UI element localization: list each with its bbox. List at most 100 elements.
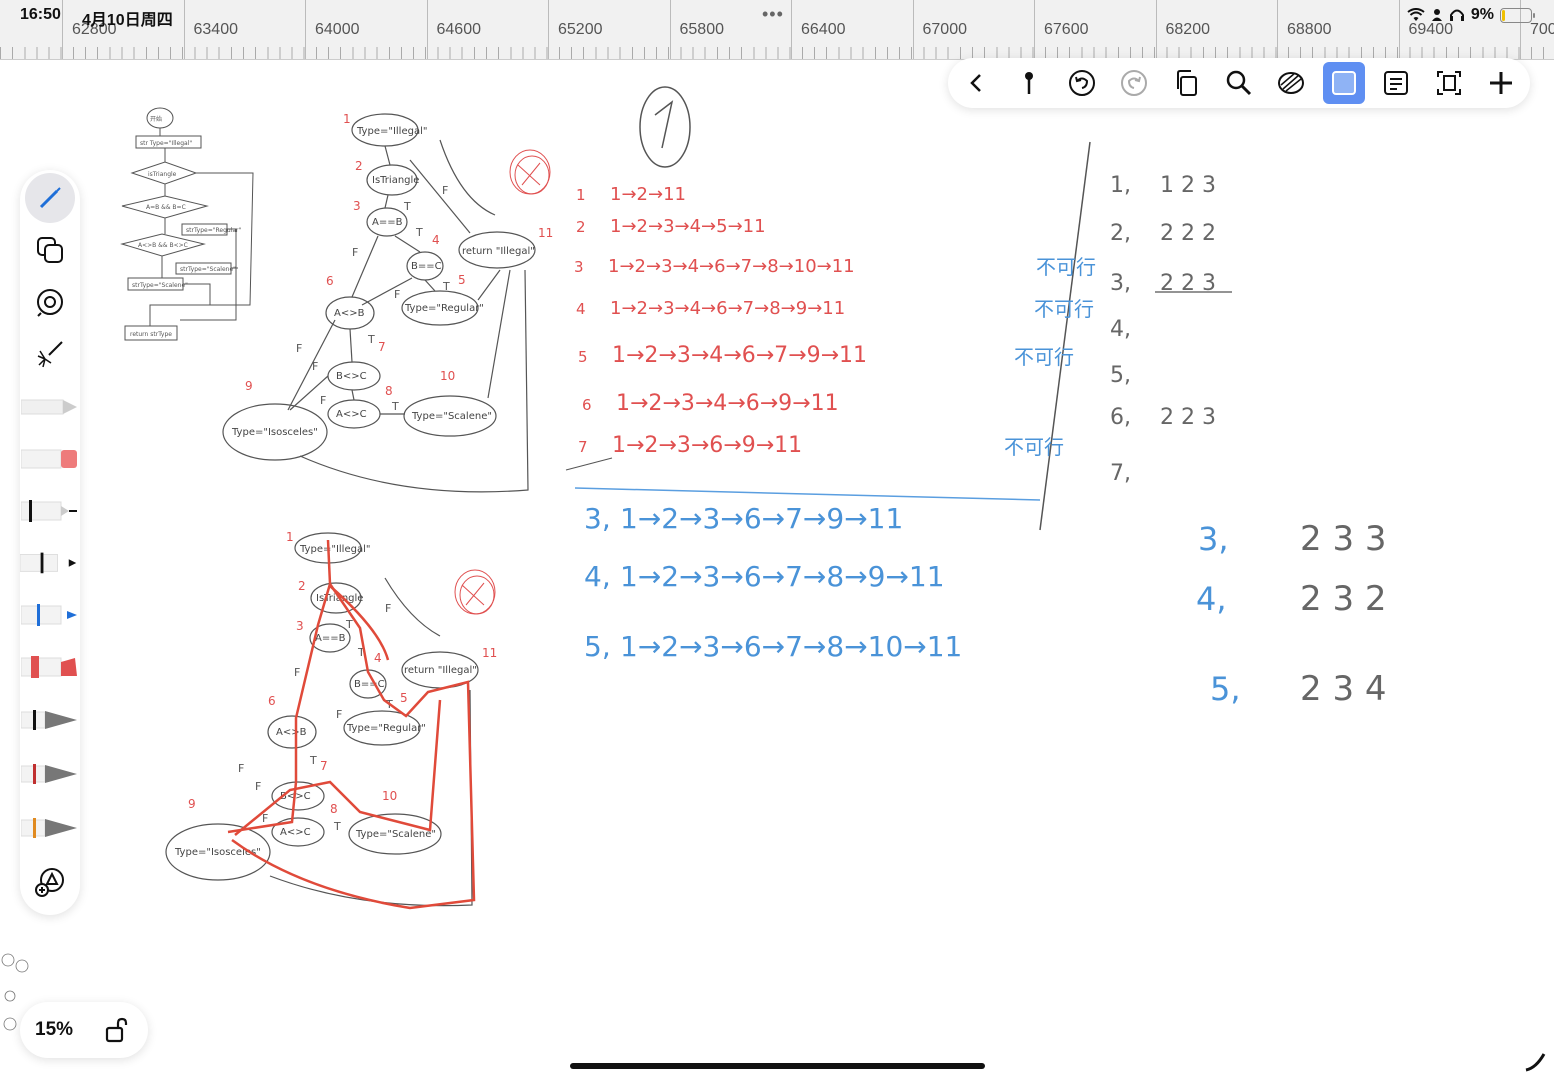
test-case-number: 5,	[1110, 363, 1131, 388]
pen-blue-tool[interactable]	[20, 590, 80, 638]
svg-text:Type="Scalene": Type="Scalene"	[411, 411, 492, 422]
pen-black-tool[interactable]	[20, 538, 80, 586]
fineliner-icon	[21, 500, 77, 522]
blue-case-values: 2 3 3	[1300, 519, 1387, 559]
red-path-number: 3	[574, 258, 584, 276]
export-icon	[1436, 71, 1461, 95]
svg-text:F: F	[320, 394, 326, 407]
infeasible-note: 不可行	[1004, 435, 1064, 459]
pencil-icon	[21, 399, 77, 415]
lasso-button[interactable]	[1271, 62, 1312, 104]
note-canvas[interactable]: 开始 str Type="Illegal" isTriangle A=B && …	[0, 60, 1554, 1080]
ruler-label: 64600	[436, 21, 482, 38]
blue-path-text: 1→2→3→6→7→8→10→11	[620, 630, 962, 663]
pages-button[interactable]	[1166, 62, 1207, 104]
red-path-number: 4	[576, 300, 586, 318]
ruler-label: 64000	[315, 21, 360, 38]
svg-text:F: F	[394, 288, 400, 301]
page-list-icon	[1384, 71, 1409, 95]
fountain-pen-orange-tool[interactable]	[20, 804, 80, 852]
zoom-indicator[interactable]: 15%	[20, 1002, 148, 1058]
blue-case-list: 3,2 3 34,2 3 25,2 3 4	[1196, 519, 1387, 709]
back-button[interactable]	[956, 62, 997, 104]
ruler-major-tick	[669, 0, 671, 59]
circled-number	[639, 86, 691, 168]
page-list-button[interactable]	[1376, 62, 1417, 104]
fountain-pen-black-tool[interactable]	[20, 696, 80, 744]
pin-button[interactable]	[1008, 62, 1049, 104]
pen-tool[interactable]	[20, 173, 80, 223]
marker-pink-tool[interactable]	[20, 434, 80, 482]
svg-text:F: F	[352, 246, 358, 259]
blue-case-values: 2 3 4	[1300, 669, 1387, 709]
svg-text:3: 3	[353, 199, 361, 213]
add-button[interactable]	[1481, 62, 1522, 104]
svg-text:strType="Regular": strType="Regular"	[186, 227, 242, 234]
redo-button[interactable]	[1113, 62, 1154, 104]
red-path-number: 1	[576, 186, 586, 204]
blue-path-text: 1→2→3→6→7→9→11	[620, 502, 903, 535]
small-flowchart	[120, 107, 254, 341]
eraser-icon	[37, 289, 63, 317]
svg-text:return strType: return strType	[130, 331, 172, 338]
red-path-text: 1→2→3→6→9→11	[612, 433, 802, 458]
svg-text:T: T	[333, 820, 341, 833]
svg-text:T: T	[345, 618, 353, 631]
blue-case-number: 3,	[1198, 520, 1229, 558]
red-scribble-lower	[454, 569, 496, 615]
shapes-tool[interactable]	[20, 226, 80, 274]
ruler-major-tick	[62, 0, 63, 59]
svg-text:7: 7	[320, 759, 328, 773]
blue-case-number: 4,	[1196, 580, 1227, 618]
svg-text:9: 9	[245, 379, 253, 393]
home-indicator[interactable]	[570, 1063, 985, 1069]
more-dots-icon[interactable]: •••	[762, 4, 784, 24]
svg-text:F: F	[296, 342, 302, 355]
red-path-text: 1→2→3→4→6→7→9→11	[612, 343, 867, 368]
svg-text:3: 3	[296, 619, 304, 633]
test-case-number: 6,	[1110, 405, 1131, 430]
svg-text:Type="Illegal": Type="Illegal"	[299, 544, 370, 555]
laser-tool[interactable]	[20, 330, 80, 378]
svg-text:10: 10	[440, 369, 455, 383]
svg-text:F: F	[312, 360, 318, 373]
pencil-white-tool[interactable]	[20, 382, 80, 430]
red-highlight-path	[227, 539, 476, 910]
ruler-label: 67600	[1044, 21, 1089, 38]
svg-text:B==C: B==C	[354, 679, 385, 690]
infeasible-note: 不可行	[1014, 345, 1074, 369]
lasso-icon	[1278, 72, 1305, 94]
svg-text:B<>C: B<>C	[336, 371, 367, 382]
fountain-pen-red-tool[interactable]	[20, 750, 80, 798]
test-case-number: 3,	[1110, 271, 1131, 296]
battery-percent: 9%	[1470, 6, 1494, 23]
test-case-number: 1,	[1110, 173, 1131, 198]
svg-text:IsTriangle: IsTriangle	[372, 175, 419, 186]
color-button[interactable]	[1323, 62, 1365, 104]
test-case-values: 1 2 3	[1160, 173, 1216, 198]
svg-text:T: T	[367, 333, 375, 346]
ruler-major-tick	[1034, 0, 1035, 59]
ruler-label: 65800	[679, 21, 725, 38]
red-path-number: 2	[576, 218, 586, 236]
svg-text:strType="Scalene": strType="Scalene"	[180, 266, 236, 273]
svg-text:9: 9	[188, 797, 196, 811]
svg-text:11: 11	[482, 646, 497, 660]
undo-button[interactable]	[1061, 62, 1102, 104]
marker-red-tool[interactable]	[20, 642, 80, 690]
svg-text:A==B: A==B	[315, 633, 346, 644]
ruler-major-tick	[1398, 0, 1400, 59]
ruler-major-tick	[791, 0, 792, 59]
export-button[interactable]	[1428, 62, 1469, 104]
eraser-tool[interactable]	[20, 278, 80, 326]
svg-text:Type="Scalene": Type="Scalene"	[355, 829, 436, 840]
fountain-pen-red-icon	[21, 764, 77, 784]
lock-icon[interactable]	[104, 1017, 130, 1043]
search-button[interactable]	[1218, 62, 1259, 104]
svg-text:F: F	[294, 666, 300, 679]
add-tool-button[interactable]	[20, 858, 80, 906]
pen-black-thin-tool[interactable]	[20, 486, 80, 534]
svg-text:T: T	[415, 226, 423, 239]
blue-path-number: 3,	[584, 502, 611, 535]
